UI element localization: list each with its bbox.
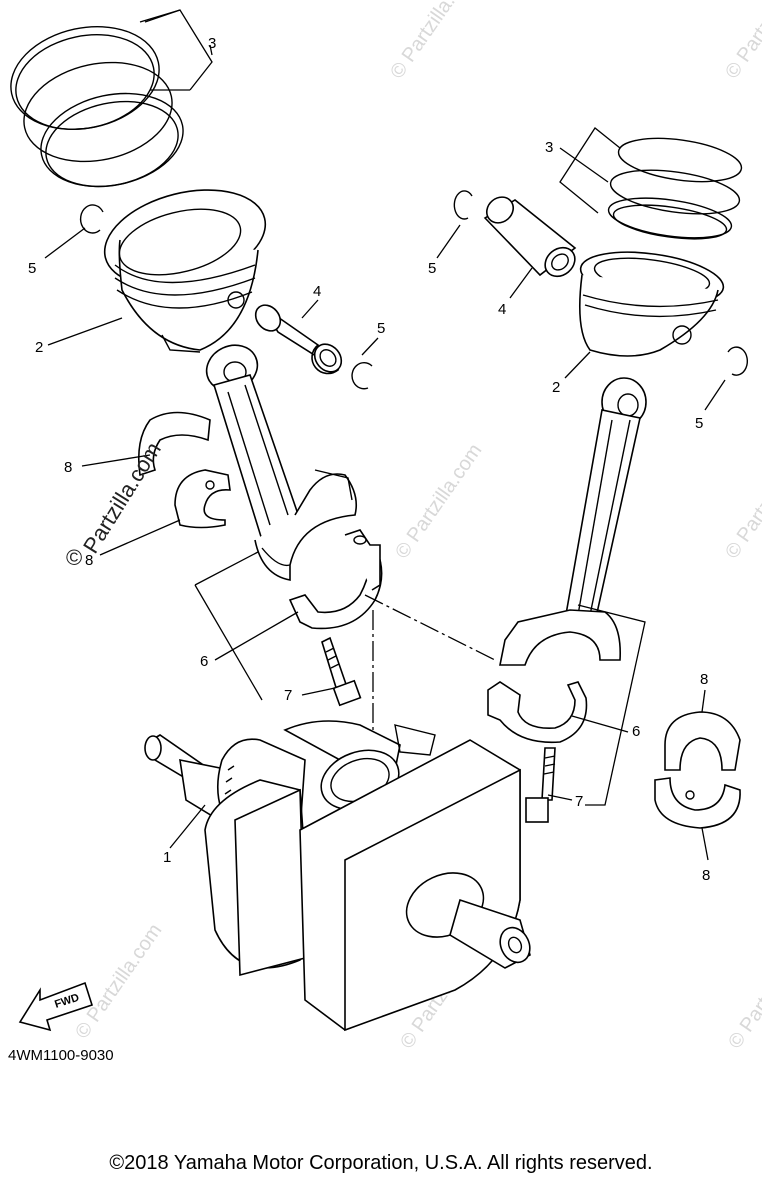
piston-pin-4-left[interactable]: [251, 300, 347, 377]
rod-cap-6-right[interactable]: [487, 681, 588, 744]
circlip-5-left-b[interactable]: [351, 362, 373, 390]
bearing-8-left-upper[interactable]: [137, 411, 211, 477]
callout-8-left-upper: 8: [64, 459, 72, 476]
piston-rings-left[interactable]: [1, 13, 192, 198]
watermark-faint-7: © Partzilla.com: [724, 930, 762, 1053]
watermark-faint-1: © Partzilla.com: [386, 0, 481, 83]
circlip-5-right-b[interactable]: [727, 346, 749, 376]
callout-3-right: 3: [545, 139, 553, 156]
callout-4-left: 4: [313, 283, 321, 300]
piston-pin-4-right[interactable]: [482, 192, 581, 282]
callout-4-right: 4: [498, 301, 506, 318]
connecting-rod-right[interactable]: [499, 377, 647, 666]
connecting-rod-left[interactable]: [199, 337, 358, 581]
callout-5-left-b: 5: [377, 320, 385, 337]
bearing-8-right-upper[interactable]: [664, 711, 741, 771]
watermark-copyright-symbol: ©: [66, 545, 82, 570]
watermark-faint-4: © Partzilla.com: [721, 440, 762, 563]
callout-8-right-upper: 8: [700, 671, 708, 688]
circlip-5-left-a[interactable]: [79, 204, 104, 234]
piston-right[interactable]: [577, 244, 726, 357]
piston-left[interactable]: [95, 174, 276, 353]
callout-2-left: 2: [35, 339, 43, 356]
callout-6-left: 6: [200, 653, 208, 670]
callout-7-left: 7: [284, 687, 292, 704]
callout-5-right-b: 5: [695, 415, 703, 432]
callout-5-left-a: 5: [28, 260, 36, 277]
rod-bolt-7-left[interactable]: [321, 636, 362, 707]
bearing-8-right-lower[interactable]: [654, 777, 741, 829]
fwd-arrow-icon: FWD: [18, 981, 94, 1032]
diagram-code: 4WM1100-9030: [8, 1047, 114, 1064]
watermark-strong: Partzilla.com: [78, 438, 166, 558]
callout-3-left: 3: [208, 35, 216, 52]
rod-bolt-7-right[interactable]: [525, 747, 556, 823]
piston-rings-right[interactable]: [606, 132, 744, 245]
callout-5-right-a: 5: [428, 260, 436, 277]
watermark-faint-5: © Partzilla.com: [71, 920, 166, 1043]
callout-8-right-lower: 8: [702, 867, 710, 884]
callout-8-left-lower: 8: [85, 552, 93, 569]
circlip-5-right-a[interactable]: [453, 190, 473, 220]
callout-2-right: 2: [552, 379, 560, 396]
callout-6-right: 6: [632, 723, 640, 740]
callout-7-right: 7: [575, 793, 583, 810]
watermark-faint-3: © Partzilla.com: [391, 440, 486, 563]
bearing-8-left-lower[interactable]: [174, 469, 231, 529]
crankshaft[interactable]: [144, 720, 535, 1032]
rod-cap-6-left[interactable]: [288, 529, 383, 630]
callout-1: 1: [163, 849, 171, 866]
watermark-faint-2: © Partzilla.com: [721, 0, 762, 83]
copyright-footer: ©2018 Yamaha Motor Corporation, U.S.A. A…: [109, 1152, 653, 1174]
